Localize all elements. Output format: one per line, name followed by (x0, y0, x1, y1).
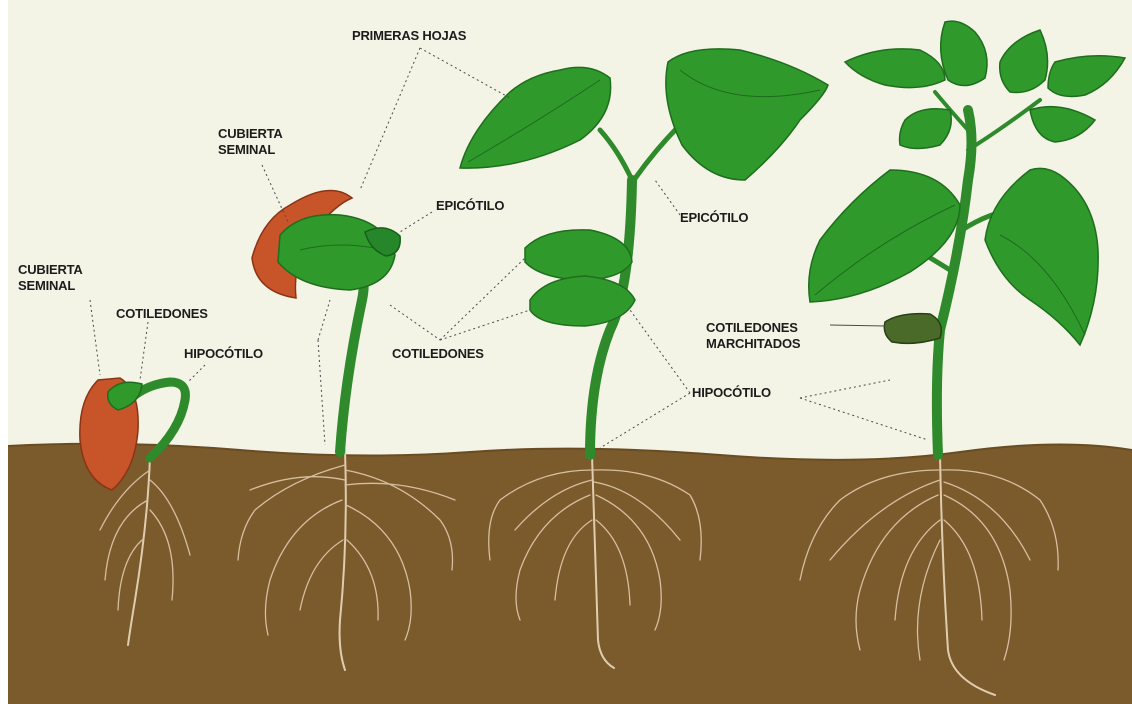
label-hipocotilo-1: HIPOCÓTILO (184, 346, 263, 361)
soil-layer (8, 444, 1132, 704)
label-hipocotilo-3: HIPOCÓTILO (692, 385, 771, 400)
label-epicotilo-2: EPICÓTILO (436, 198, 504, 213)
label-primeras-hojas: PRIMERAS HOJAS (352, 28, 467, 43)
label-cotiledones-marchitados: COTILEDONES MARCHITADOS (706, 320, 801, 351)
label-epicotilo-3: EPICÓTILO (680, 210, 748, 225)
stage-4-withered-cotyledons (884, 314, 941, 344)
label-cotiledones-2: COTILEDONES (392, 346, 484, 361)
label-cotiledones-1: COTILEDONES (116, 306, 208, 321)
